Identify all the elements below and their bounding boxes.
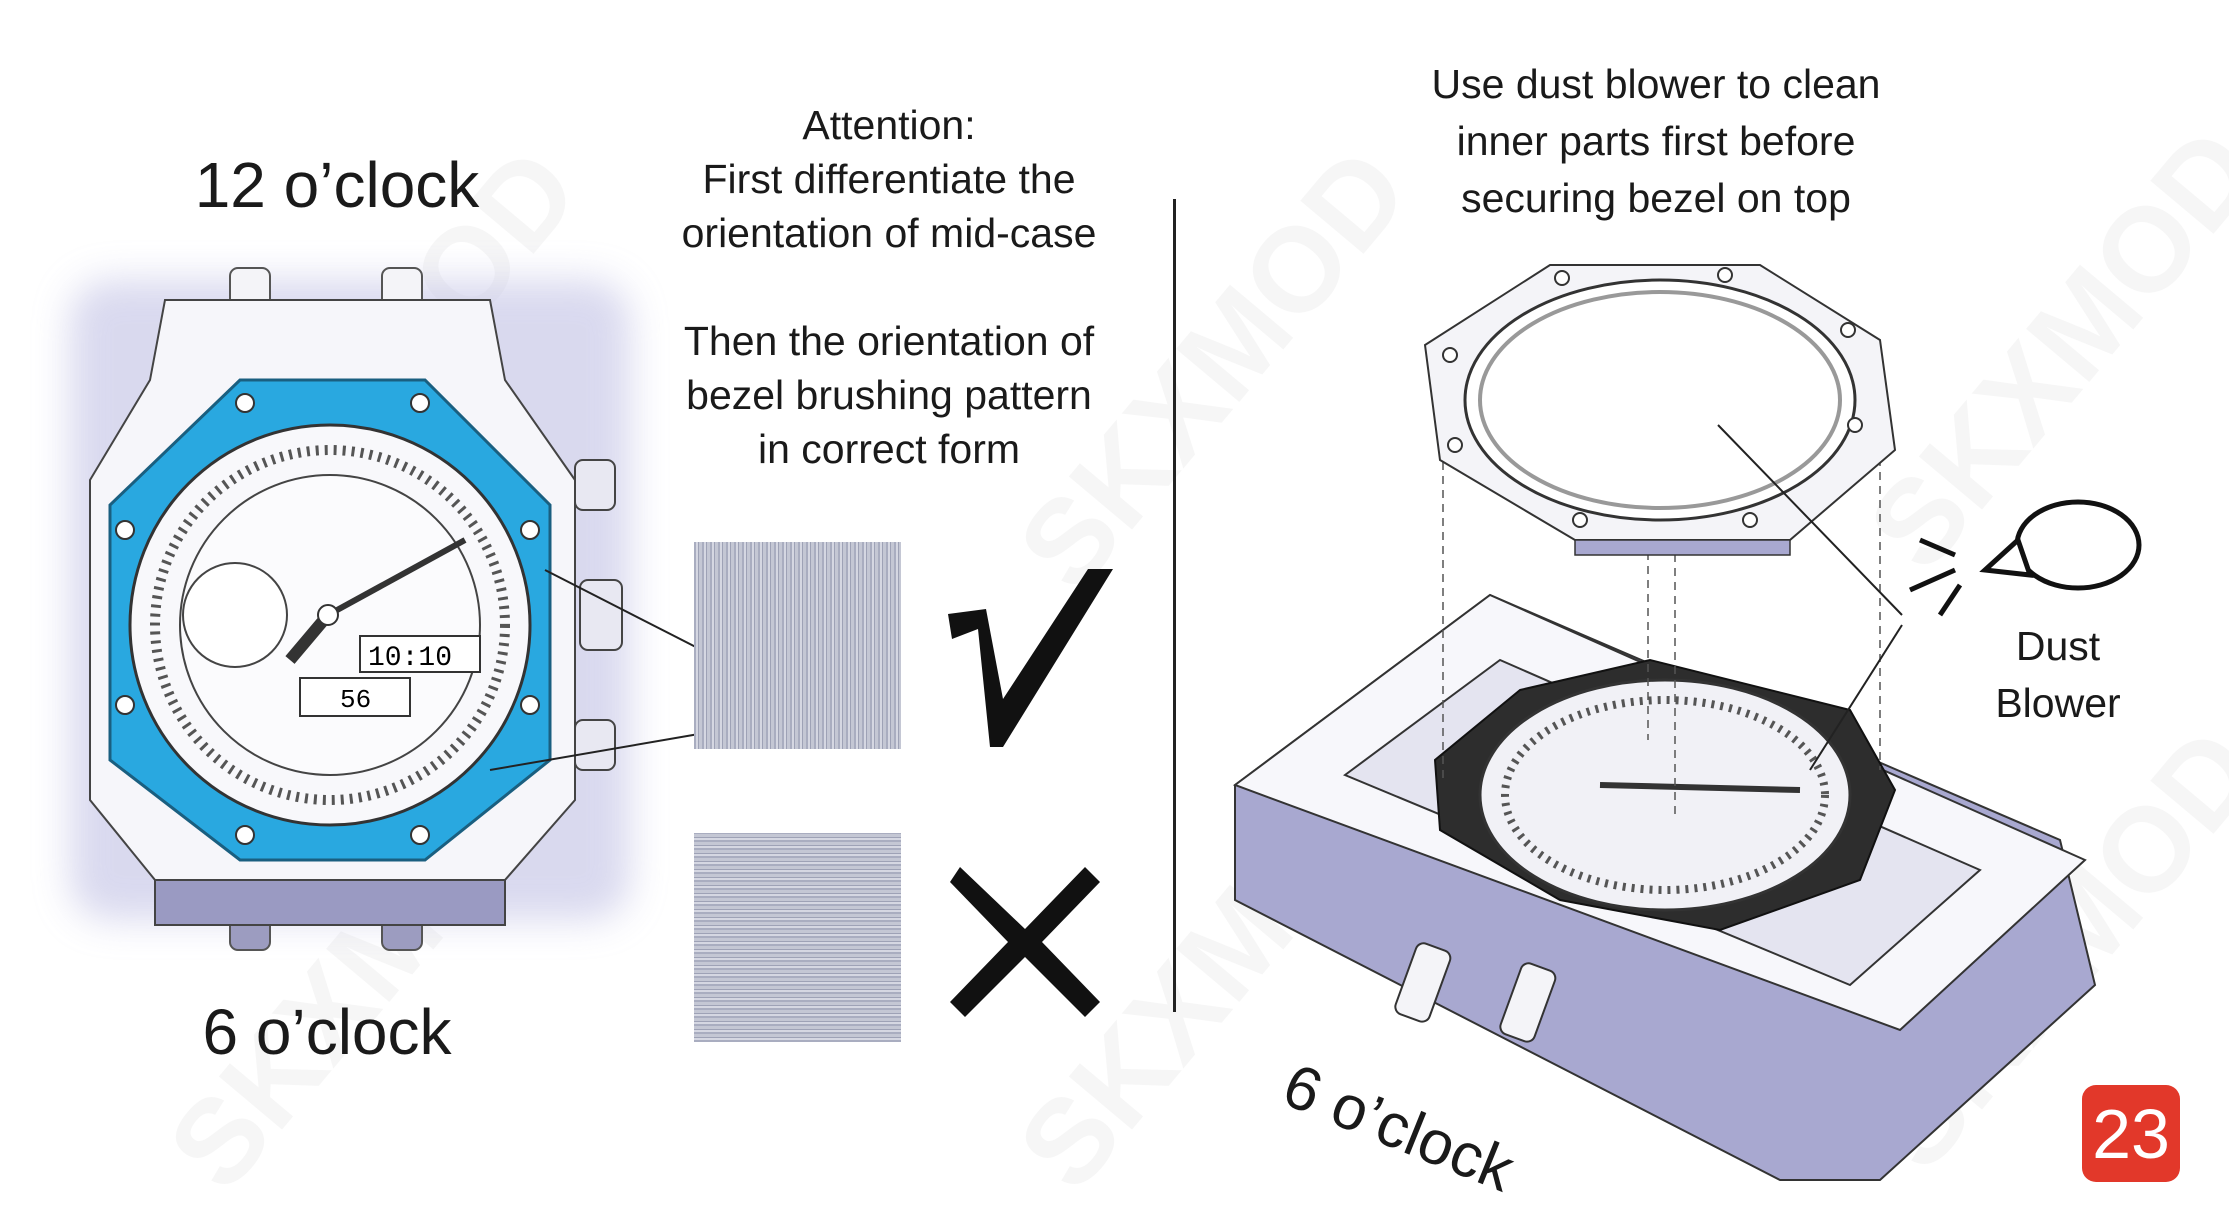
instruction-line: inner parts first before [1456, 118, 1856, 164]
divider [1173, 199, 1176, 1012]
attention-line: First differentiate the [702, 156, 1076, 202]
page-number-badge: 23 [2082, 1085, 2180, 1182]
brushing-text: Then the orientation of bezel brushing p… [684, 314, 1094, 476]
cross-mark-icon [950, 867, 1100, 1017]
attention-line: orientation of mid-case [681, 210, 1097, 256]
brushing-line: in correct form [758, 426, 1020, 472]
instruction-line: Use dust blower to clean [1431, 61, 1881, 107]
dust-blower-line: Dust [2015, 623, 2101, 669]
twelve-oclock-label: 12 o’clock [194, 149, 480, 221]
brushing-line: Then the orientation of [683, 318, 1095, 364]
watch-front-illustration: 10:10 56 [70, 267, 781, 951]
dust-blower-line: Blower [1995, 680, 2121, 726]
dust-blower-icon [1908, 499, 2142, 617]
horizontal-brushing-sample [694, 833, 901, 1042]
six-oclock-label: 6 o’clock [202, 996, 452, 1068]
brushing-line: bezel brushing pattern [686, 372, 1092, 418]
dust-blower-label: Dust Blower [1995, 618, 2120, 732]
attention-heading: Attention: [802, 102, 976, 148]
vertical-brushing-sample [694, 542, 901, 749]
attention-text: Attention: First differentiate the orien… [682, 98, 1097, 260]
instruction-text: Use dust blower to clean inner parts fir… [1432, 56, 1881, 227]
watch-time-display: 10:10 [368, 643, 452, 674]
instruction-line: securing bezel on top [1461, 175, 1851, 221]
check-mark-icon [948, 569, 1113, 747]
watch-seconds-display: 56 [340, 685, 371, 715]
